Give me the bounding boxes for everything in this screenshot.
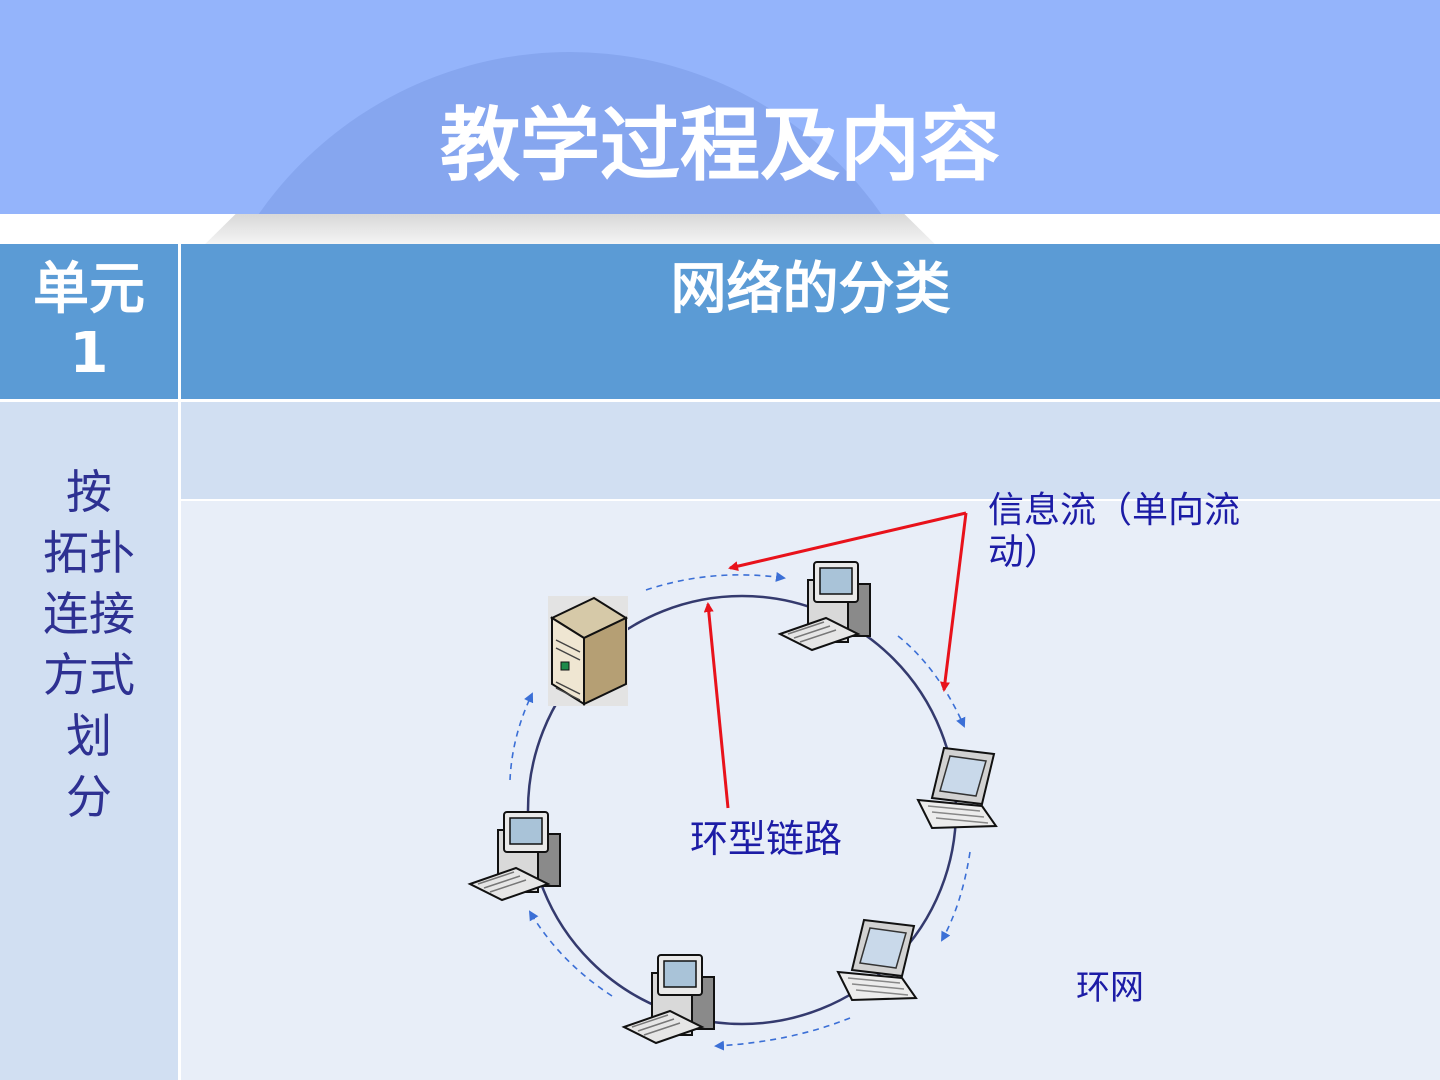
- flow-arrow: [530, 912, 612, 996]
- ring-link-pointer-arrow: [708, 604, 728, 808]
- laptop-node: [918, 748, 996, 828]
- flow-arrow: [510, 694, 532, 780]
- flow-arrow: [898, 636, 964, 726]
- info-flow-pointer-arrow: [944, 513, 966, 690]
- flow-arrow: [942, 852, 970, 940]
- desktop-node: [624, 955, 714, 1043]
- ring-link-label: 环型链路: [690, 816, 842, 862]
- network-name-label: 环网: [1076, 966, 1144, 1010]
- info-flow-pointer-arrow: [730, 513, 966, 568]
- server-node: [548, 596, 628, 706]
- laptop-node: [838, 920, 916, 1000]
- desktop-node: [470, 812, 560, 900]
- info-flow-label: 信息流（单向流动）: [988, 490, 1288, 574]
- flow-arrow: [646, 575, 784, 590]
- flow-arrow: [716, 1018, 850, 1046]
- desktop-node: [780, 562, 870, 650]
